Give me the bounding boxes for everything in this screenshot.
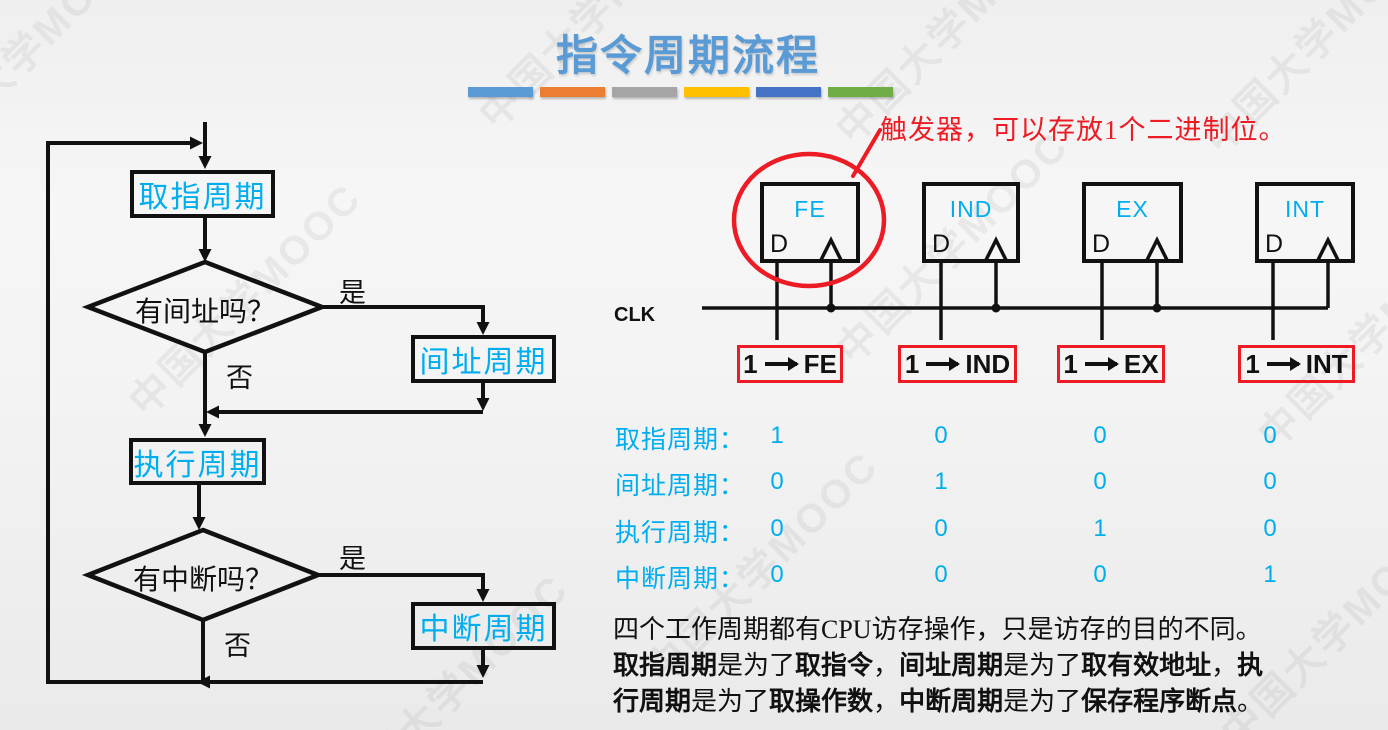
flowchart-box-indirect-cycle: 间址周期: [411, 335, 556, 383]
truth-table-row-label: 执行周期：: [615, 520, 746, 547]
truth-table-cell: 0: [770, 561, 784, 588]
truth-table-cell: 0: [770, 515, 784, 542]
d-input-label: D: [932, 230, 951, 258]
branch-label-no-interrupt: 否: [224, 631, 251, 661]
truth-table-cell: 1: [1093, 515, 1107, 542]
set-value: 1: [904, 348, 920, 379]
truth-table-cell: 0: [1093, 468, 1107, 495]
truth-table-cell: 0: [1093, 422, 1107, 449]
set-target: IND: [965, 348, 1011, 379]
truth-table-row-label: 中断周期：: [615, 566, 746, 593]
d-input-label: D: [1092, 230, 1111, 258]
flipflop-ind: IND D: [922, 182, 1020, 263]
explanation-paragraph: 四个工作周期都有CPU访存操作，只是访存的目的不同。 取指周期是为了取指令，间址…: [613, 612, 1388, 720]
note-line-2: 取指周期是为了取指令，间址周期是为了取有效地址，执: [613, 651, 1264, 680]
clk-label: CLK: [614, 304, 656, 326]
truth-table-cell: 0: [934, 561, 948, 588]
assign-arrow-icon: [926, 357, 961, 371]
set-target: FE: [803, 348, 837, 379]
branch-label-no-indirect: 否: [226, 363, 253, 393]
accent-bar: [828, 87, 893, 97]
d-input-label: D: [1265, 230, 1284, 258]
note-line-3: 行周期是为了取操作数，中断周期是为了保存程序断点。: [613, 687, 1264, 716]
decision-interrupt-question: 有中断吗？: [132, 565, 273, 596]
truth-table-cell: 0: [1263, 468, 1277, 495]
flipflop-fe-label: FE: [794, 196, 826, 222]
truth-table-cell: 0: [1263, 515, 1277, 542]
assign-arrow-icon: [764, 357, 799, 371]
truth-table-cell: 1: [934, 468, 948, 495]
accent-bar: [684, 87, 749, 97]
note-line-1: 四个工作周期都有CPU访存操作，只是访存的目的不同。: [613, 615, 1262, 644]
flipflop-int: INT D: [1255, 182, 1355, 263]
watermark: 中国大学MOOC: [0, 0, 153, 176]
set-value: 1: [1245, 348, 1260, 379]
truth-table-cell: 0: [770, 468, 784, 495]
flipflop-int-label: INT: [1284, 196, 1326, 222]
flowchart-box-interrupt-cycle: 中断周期: [411, 602, 556, 650]
branch-label-yes-interrupt: 是: [339, 544, 366, 574]
page-title: 指令周期流程: [556, 34, 821, 80]
accent-bar: [540, 87, 605, 97]
decision-indirect-question: 有间址吗？: [134, 297, 275, 328]
truth-table-cell: 1: [770, 422, 784, 449]
set-value: 1: [1063, 348, 1078, 379]
set-target: EX: [1123, 348, 1159, 379]
assign-arrow-icon: [1266, 357, 1301, 371]
d-input-label: D: [770, 230, 789, 258]
flipflop-ex-label: EX: [1116, 196, 1149, 222]
flipflop-fe: FE D: [760, 182, 860, 263]
set-command-fe: 1 FE: [737, 345, 843, 383]
set-command-ind: 1 IND: [898, 345, 1017, 383]
set-value: 1: [743, 348, 758, 379]
assign-arrow-icon: [1084, 357, 1119, 371]
accent-bar: [468, 87, 533, 97]
flipflop-ex: EX D: [1082, 182, 1183, 263]
truth-table-row-label: 取指周期：: [615, 427, 746, 454]
branch-label-yes-indirect: 是: [339, 278, 366, 308]
flipflop-ind-label: IND: [949, 196, 993, 222]
truth-table-row-label: 间址周期：: [615, 473, 746, 500]
truth-table-cell: 0: [1263, 422, 1277, 449]
set-command-ex: 1 EX: [1057, 345, 1165, 383]
set-target: INT: [1305, 348, 1348, 379]
flowchart-box-execute-cycle: 执行周期: [129, 438, 266, 485]
truth-table-cell: 0: [934, 422, 948, 449]
accent-bar: [612, 87, 677, 97]
set-command-int: 1 INT: [1238, 345, 1355, 383]
flipflop-annotation: 触发器，可以存放1个二进制位。: [880, 115, 1287, 145]
truth-table-cell: 1: [1263, 561, 1277, 588]
flowchart-box-fetch-cycle: 取指周期: [130, 170, 275, 218]
truth-table-cell: 0: [1093, 561, 1107, 588]
accent-bar: [756, 87, 821, 97]
truth-table-cell: 0: [934, 515, 948, 542]
